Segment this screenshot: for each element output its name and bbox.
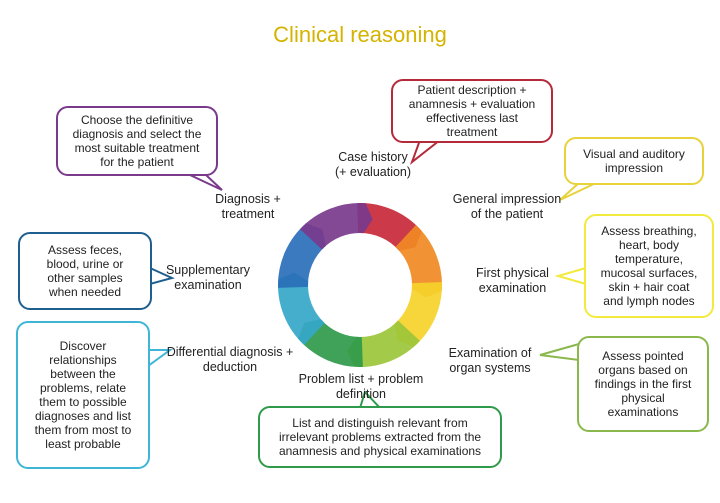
stage-problem-list: Problem list + problem definition bbox=[298, 372, 424, 401]
stage-differential: Differential diagnosis + deduction bbox=[166, 345, 294, 374]
ring-center bbox=[310, 235, 410, 335]
callout-first-physical: Assess breathing, heart, body temperatur… bbox=[584, 214, 714, 318]
stage-general-impression: General impression of the patient bbox=[452, 192, 562, 221]
stage-organ-systems: Examination of organ systems bbox=[448, 346, 532, 375]
stage-first-physical: First physical examination bbox=[476, 266, 549, 295]
ring-segment-6 bbox=[278, 272, 325, 345]
callout-general-impression: Visual and auditory impression bbox=[564, 137, 704, 185]
stage-diagnosis: Diagnosis + treatment bbox=[215, 192, 281, 221]
callout-differential: Discover relationships between the probl… bbox=[16, 321, 150, 469]
callout-problem-list: List and distinguish relevant from irrel… bbox=[258, 406, 502, 468]
tail-organ-systems bbox=[539, 342, 580, 362]
tail-first-physical bbox=[554, 266, 587, 286]
callout-case-history: Patient description + anamnesis + evalua… bbox=[391, 79, 553, 143]
callout-supplementary: Assess feces, blood, urine or other samp… bbox=[18, 232, 152, 310]
diagram-title: Clinical reasoning bbox=[273, 22, 447, 47]
cycle-ring bbox=[278, 203, 442, 367]
stage-case-history: Case history (+ evaluation) bbox=[334, 150, 412, 179]
ring-segment-8 bbox=[300, 203, 373, 250]
stage-supplementary: Supplementary examination bbox=[165, 263, 251, 292]
tail-diagnosis bbox=[189, 174, 223, 191]
callout-diagnosis: Choose the definitive diagnosis and sele… bbox=[56, 106, 218, 176]
callout-organ-systems: Assess pointed organs based on findings … bbox=[577, 336, 709, 432]
ring-segment-4 bbox=[347, 320, 420, 367]
ring-segment-2 bbox=[395, 225, 442, 298]
